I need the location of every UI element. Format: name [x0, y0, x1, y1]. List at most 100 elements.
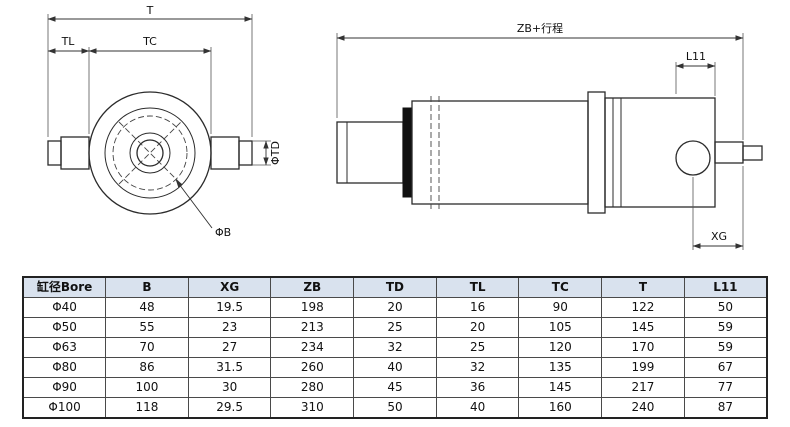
column-header: T [601, 276, 685, 298]
table-cell: 23 [187, 317, 272, 338]
table-cell: Φ40 [22, 297, 107, 318]
center-diagonal-2 [118, 121, 182, 185]
table-cell: 19.5 [187, 297, 272, 318]
table-cell: 145 [601, 317, 685, 338]
table-cell: 77 [683, 377, 768, 398]
table-cell: 25 [353, 317, 437, 338]
table-cell: 199 [601, 357, 685, 378]
table-cell: Φ100 [22, 397, 107, 419]
left-lug [60, 136, 90, 170]
table-cell: 310 [270, 397, 355, 419]
table-cell: 90 [518, 297, 603, 318]
table-cell: 100 [105, 377, 189, 398]
table-cell: 86 [105, 357, 189, 378]
port-boss-circle [675, 140, 711, 176]
table-cell: 29.5 [187, 397, 272, 419]
table-cell: 122 [601, 297, 685, 318]
dim-label-zb: ZB+行程 [517, 22, 563, 35]
dim-label-tc: TC [142, 35, 157, 48]
table-cell: 67 [683, 357, 768, 378]
column-header: 缸径Bore [22, 276, 107, 298]
table-cell: Φ50 [22, 317, 107, 338]
center-diagonal-1 [118, 121, 182, 185]
column-header: TC [518, 276, 603, 298]
table-cell: 27 [187, 337, 272, 358]
table-cell: 135 [518, 357, 603, 378]
bolt-circle [112, 115, 188, 191]
right-lug [210, 136, 240, 170]
table-cell: 50 [353, 397, 437, 419]
table-cell: 45 [353, 377, 437, 398]
table-cell: 48 [105, 297, 189, 318]
dimension-t: T [47, 4, 253, 137]
dim-label-td: ΦTD [269, 141, 282, 165]
table-cell: 118 [105, 397, 189, 419]
dimension-l11: L11 [675, 50, 716, 96]
rod-end [742, 145, 763, 161]
table-cell: 20 [435, 317, 520, 338]
table-cell: 30 [187, 377, 272, 398]
table-cell: Φ63 [22, 337, 107, 358]
table-cell: 40 [435, 397, 520, 419]
front-boss-circle [129, 132, 171, 174]
dim-label-b: ΦB [215, 226, 231, 239]
dim-label-tl: TL [61, 35, 76, 48]
column-header: XG [187, 276, 272, 298]
head-collar [587, 91, 606, 214]
column-header: B [105, 276, 189, 298]
table-cell: 70 [105, 337, 189, 358]
table-cell: Φ80 [22, 357, 107, 378]
dim-label-xg: XG [711, 230, 727, 243]
column-header: L11 [683, 276, 768, 298]
dim-label-t: T [146, 4, 154, 17]
table-cell: 213 [270, 317, 355, 338]
left-lug-outer [47, 140, 62, 166]
rod-bore-circle [136, 139, 164, 167]
dimension-b: ΦB [175, 179, 231, 239]
table-cell: 120 [518, 337, 603, 358]
column-header: TL [435, 276, 520, 298]
table-cell: 59 [683, 317, 768, 338]
table-cell: 59 [683, 337, 768, 358]
dimension-zb: ZB+行程 [336, 22, 744, 140]
dimension-xg: XG [692, 166, 744, 250]
table-cell: 240 [601, 397, 685, 419]
column-header: ZB [270, 276, 355, 298]
table-cell: 198 [270, 297, 355, 318]
dimension-td: ΦTD [252, 140, 282, 166]
table-cell: 40 [353, 357, 437, 378]
cylinder-drawing-svg: T TL TC ΦTD ΦB [47, 4, 763, 250]
dimension-tl-tc: TL TC [47, 35, 212, 134]
table-cell: 55 [105, 317, 189, 338]
front-view: T TL TC ΦTD ΦB [47, 4, 282, 239]
dim-label-l11: L11 [686, 50, 706, 63]
piston-rod [714, 141, 744, 164]
table-cell: 31.5 [187, 357, 272, 378]
front-flange-circle [104, 107, 196, 199]
seal-band [402, 107, 413, 198]
table-cell: 105 [518, 317, 603, 338]
right-lug-outer [238, 140, 253, 166]
table-cell: Φ90 [22, 377, 107, 398]
table-cell: 87 [683, 397, 768, 419]
table-cell: 280 [270, 377, 355, 398]
table-cell: 217 [601, 377, 685, 398]
table-cell: 25 [435, 337, 520, 358]
table-cell: 20 [353, 297, 437, 318]
table-cell: 160 [518, 397, 603, 419]
cylinder-tube [411, 100, 589, 205]
column-header: TD [353, 276, 437, 298]
table-cell: 36 [435, 377, 520, 398]
table-cell: 32 [353, 337, 437, 358]
table-cell: 260 [270, 357, 355, 378]
front-outer-circle [88, 91, 212, 215]
